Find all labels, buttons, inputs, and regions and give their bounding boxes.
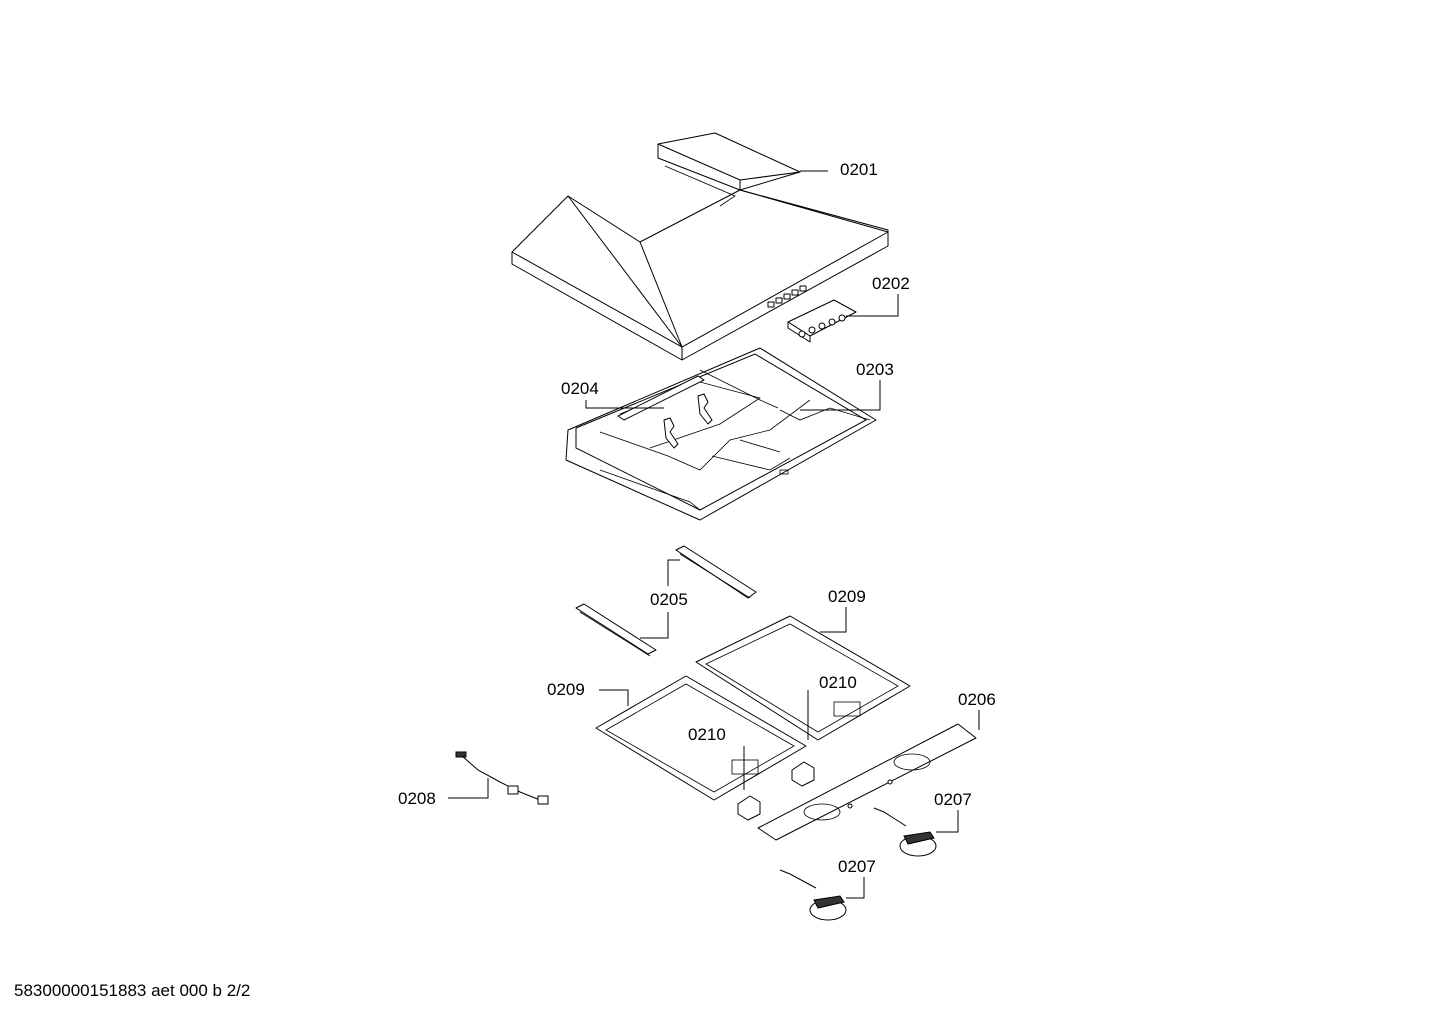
part-0209-filter-left — [595, 675, 807, 801]
label-0210-right: 0210 — [819, 673, 857, 692]
label-0204: 0204 — [561, 379, 599, 398]
part-0209-filter-right — [695, 615, 911, 741]
control-buttons — [767, 285, 807, 308]
callout-labels: 0201 0202 0203 0204 0205 0209 0209 0210 … — [398, 160, 996, 876]
label-0203: 0203 — [856, 360, 894, 379]
document-id: 58300000151883 aet 000 b 2/2 — [14, 981, 251, 1000]
part-0208-wiring-harness — [455, 751, 549, 805]
part-0204-brackets — [617, 375, 713, 449]
label-0209-left: 0209 — [547, 680, 585, 699]
part-0207-knob-right — [873, 807, 937, 857]
part-0210-clip-left — [737, 795, 761, 821]
part-0203-inner-housing — [565, 347, 877, 521]
label-0209-right: 0209 — [828, 587, 866, 606]
part-0205-rails — [575, 545, 757, 657]
part-0207-knob-left — [779, 869, 847, 921]
part-0210-clip-right — [791, 761, 815, 787]
part-0206-front-panel — [757, 723, 977, 841]
label-0210-left: 0210 — [688, 725, 726, 744]
label-0207-right: 0207 — [934, 790, 972, 809]
part-0201-hood-canopy — [511, 132, 889, 361]
label-0206: 0206 — [958, 690, 996, 709]
label-0201: 0201 — [840, 160, 878, 179]
label-0202: 0202 — [872, 274, 910, 293]
label-0207-left: 0207 — [838, 857, 876, 876]
label-0208: 0208 — [398, 789, 436, 808]
leader-lines — [448, 170, 980, 899]
label-0205: 0205 — [650, 590, 688, 609]
part-0202-control-module — [787, 299, 857, 343]
